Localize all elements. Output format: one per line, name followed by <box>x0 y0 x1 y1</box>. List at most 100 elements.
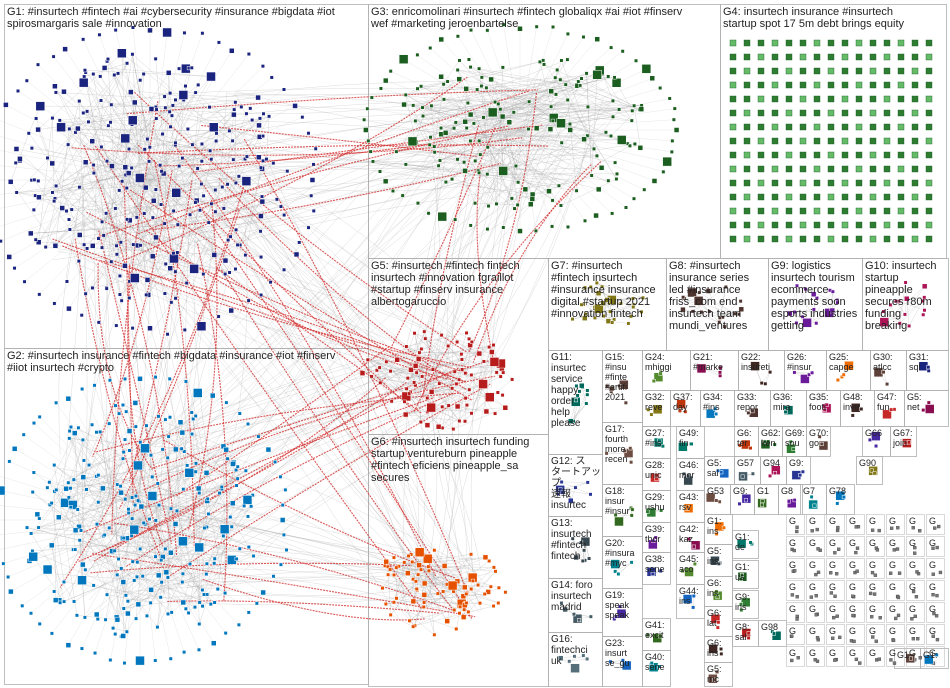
node <box>583 219 587 223</box>
node <box>873 593 876 596</box>
node <box>67 218 71 222</box>
node <box>814 236 820 242</box>
node <box>49 543 54 548</box>
node <box>58 119 62 123</box>
node <box>230 525 234 529</box>
node <box>884 82 890 88</box>
group-label-small: G <box>907 604 918 614</box>
node <box>479 153 483 157</box>
node <box>419 85 423 89</box>
node <box>166 576 170 580</box>
node <box>76 508 80 512</box>
node <box>411 599 416 604</box>
node <box>422 601 426 605</box>
node <box>407 392 411 396</box>
node <box>161 132 165 136</box>
node <box>935 594 938 597</box>
node <box>190 432 194 436</box>
node <box>148 326 153 331</box>
node <box>96 617 100 621</box>
node <box>168 377 172 381</box>
node <box>370 375 374 379</box>
node <box>856 124 862 130</box>
node <box>798 473 802 477</box>
edge <box>634 106 640 148</box>
node <box>489 350 494 355</box>
node <box>652 178 657 183</box>
node <box>84 568 88 572</box>
node <box>13 266 17 270</box>
node <box>870 68 876 74</box>
node <box>188 213 192 217</box>
node <box>730 152 736 158</box>
edge <box>516 129 551 166</box>
node <box>83 68 87 72</box>
node <box>582 137 587 142</box>
node <box>538 60 542 64</box>
node <box>114 404 118 408</box>
node <box>279 475 283 479</box>
node <box>510 197 514 201</box>
node <box>555 68 559 72</box>
node <box>50 501 54 505</box>
node <box>82 75 86 79</box>
node <box>473 201 477 205</box>
node <box>502 226 506 230</box>
node <box>758 152 764 158</box>
node <box>791 593 794 596</box>
group-label-small: G <box>827 626 838 636</box>
group-label-g12: G12: ス タートアップ 速報 insurtec <box>549 456 603 511</box>
node <box>29 612 33 616</box>
node <box>67 481 71 485</box>
node <box>259 230 263 234</box>
node <box>136 602 141 607</box>
node <box>828 124 834 130</box>
node <box>842 138 848 144</box>
group-label-small: G <box>787 626 798 636</box>
node <box>66 143 70 147</box>
node <box>265 157 269 161</box>
group-label-g20: G20: #insura #myc <box>603 538 643 568</box>
node <box>772 236 778 242</box>
node <box>786 194 792 200</box>
node <box>744 138 750 144</box>
node <box>232 108 236 112</box>
group-label-g43: G43: rsv <box>677 492 705 512</box>
node <box>892 639 895 642</box>
group-label-small: G <box>887 582 898 592</box>
node <box>154 555 158 559</box>
node <box>744 208 750 214</box>
edge <box>39 101 101 198</box>
node <box>181 600 186 605</box>
node <box>232 158 236 162</box>
node <box>761 499 765 503</box>
node <box>842 180 848 186</box>
edge <box>54 491 55 600</box>
node <box>885 382 889 386</box>
node <box>164 262 168 266</box>
group-label-small: G <box>807 626 818 636</box>
node <box>758 82 764 88</box>
node <box>389 69 393 73</box>
node <box>178 420 183 425</box>
node <box>225 401 229 405</box>
node <box>38 293 42 297</box>
node <box>744 54 750 60</box>
node <box>141 574 145 578</box>
node <box>109 121 113 125</box>
node <box>80 562 85 567</box>
node <box>12 446 17 451</box>
group-label-small: G <box>927 648 938 658</box>
node <box>786 208 792 214</box>
node <box>408 137 417 146</box>
node <box>173 447 178 452</box>
node <box>235 484 239 488</box>
node <box>672 118 676 122</box>
group-label-small: G <box>867 648 878 658</box>
node <box>133 503 137 507</box>
node <box>422 581 427 586</box>
node <box>592 147 596 151</box>
node <box>926 110 932 116</box>
node <box>744 68 750 74</box>
node <box>180 430 185 435</box>
